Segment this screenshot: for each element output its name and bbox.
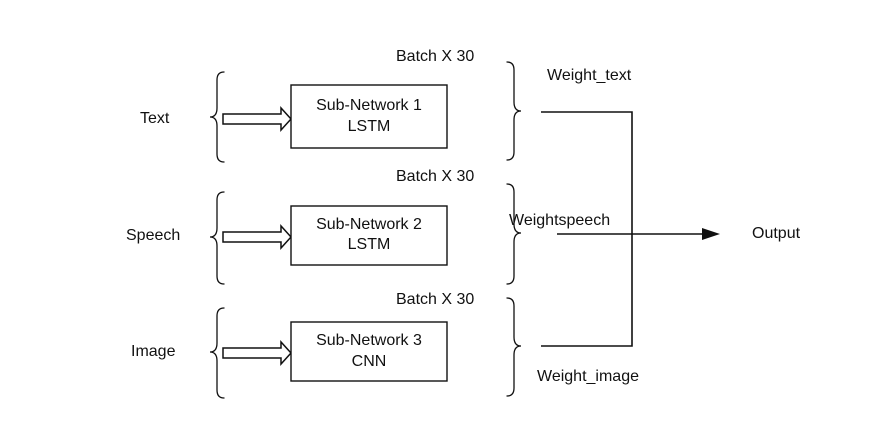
input-brace-speech bbox=[209, 191, 225, 285]
input-arrow-speech bbox=[222, 224, 293, 250]
output-label: Output bbox=[752, 225, 801, 242]
merge-connector bbox=[541, 111, 633, 347]
output-brace-image bbox=[506, 297, 522, 397]
weight-label-image: Weight_image bbox=[537, 368, 639, 385]
subnetwork-title-1: Sub-Network 1 bbox=[316, 97, 422, 114]
subnetwork-type-2: LSTM bbox=[348, 236, 391, 253]
input-arrow-text bbox=[222, 106, 293, 132]
subnetwork-type-1: LSTM bbox=[348, 118, 391, 135]
input-label-image: Image bbox=[131, 343, 176, 360]
output-brace-text bbox=[506, 61, 522, 161]
subnetwork-box-2 bbox=[290, 205, 448, 266]
input-label-text: Text bbox=[140, 110, 170, 127]
batch-label-3: Batch X 30 bbox=[396, 291, 474, 308]
output-arrowhead bbox=[702, 228, 720, 240]
output-brace-speech bbox=[506, 183, 522, 285]
subnetwork-title-3: Sub-Network 3 bbox=[316, 332, 422, 349]
subnetwork-type-3: CNN bbox=[352, 353, 387, 370]
weight-label-text: Weight_text bbox=[547, 67, 632, 84]
input-arrow-image bbox=[222, 340, 293, 366]
input-label-speech: Speech bbox=[126, 227, 180, 244]
batch-label-2: Batch X 30 bbox=[396, 168, 474, 185]
input-brace-text bbox=[209, 71, 225, 163]
subnetwork-box-1 bbox=[290, 84, 448, 149]
weight-label-speech: Weightspeech bbox=[509, 212, 610, 229]
subnetwork-title-2: Sub-Network 2 bbox=[316, 216, 422, 233]
subnetwork-box-3 bbox=[290, 321, 448, 382]
batch-label-1: Batch X 30 bbox=[396, 48, 474, 65]
input-brace-image bbox=[209, 307, 225, 399]
